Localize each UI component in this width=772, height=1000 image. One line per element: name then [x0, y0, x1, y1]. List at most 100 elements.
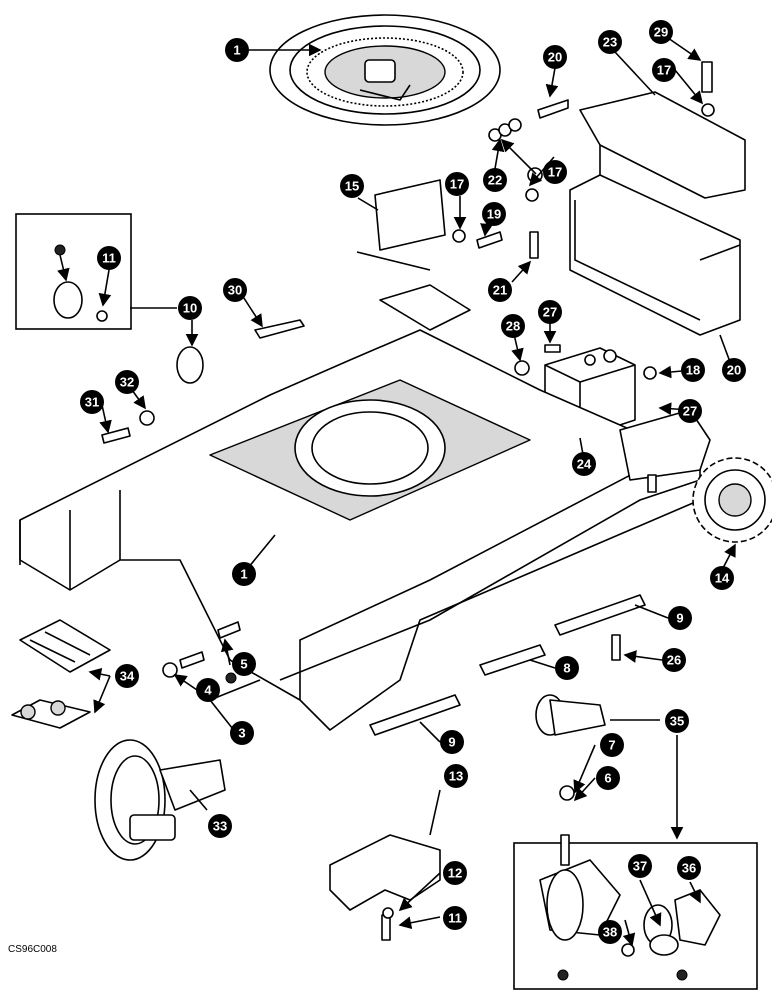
callout-1: 1: [232, 562, 256, 586]
callout-27: 27: [678, 399, 702, 423]
slewing-ring: [269, 14, 501, 126]
box-bracket: [569, 174, 741, 336]
leader-lines: [57, 37, 736, 947]
callout-17: 17: [652, 58, 676, 82]
callout-label-12: 11: [448, 911, 462, 926]
callout-label-37: 37: [633, 859, 647, 874]
reference-code: CS96C008: [8, 944, 57, 955]
callout-9: 9: [440, 730, 464, 754]
wear-strip-upper: [554, 594, 646, 636]
callout-4: 5: [232, 652, 256, 676]
callout-23: 22: [483, 168, 507, 192]
callout-17: 17: [445, 172, 469, 196]
callout-label-28: 28: [506, 319, 520, 334]
callout-label-32: 32: [120, 375, 134, 390]
callout-label-30: 30: [228, 283, 242, 298]
callout-34: 34: [115, 664, 139, 688]
drive-sprocket: [692, 457, 772, 543]
callout-label-19: 19: [487, 207, 501, 222]
bushing: [53, 281, 204, 384]
callout-label-10: 10: [183, 301, 197, 316]
callout-label-9: 9: [448, 735, 455, 750]
callout-8: 8: [555, 656, 579, 680]
callout-label-3: 4: [204, 683, 212, 698]
roller-guard: [329, 834, 441, 911]
carrier-roller: [535, 694, 606, 736]
undercarriage-frame: [19, 284, 711, 731]
reference-dot: [225, 672, 237, 684]
callout-label-21: 20: [548, 50, 562, 65]
callout-14: 13: [444, 764, 468, 788]
callout-label-6: 6: [604, 771, 611, 786]
callout-label-17: 17: [450, 177, 464, 192]
callout-9: 9: [668, 606, 692, 630]
callout-label-17: 17: [548, 165, 562, 180]
callout-36: 36: [677, 856, 701, 880]
callout-15: 14: [710, 566, 734, 590]
callout-16: 15: [340, 174, 364, 198]
callout-label-36: 36: [682, 861, 696, 876]
callout-label-27: 27: [683, 404, 697, 419]
bolts: [101, 61, 713, 941]
callout-label-9: 9: [676, 611, 683, 626]
callout-2: 3: [230, 721, 254, 745]
callout-22: 21: [488, 278, 512, 302]
callout-25: 24: [572, 452, 596, 476]
callout-label-27: 27: [543, 305, 557, 320]
callout-label-16: 15: [345, 179, 359, 194]
callout-label-7: 7: [608, 738, 615, 753]
callout-37: 37: [628, 854, 652, 878]
callout-13: 12: [443, 861, 467, 885]
callout-11: 11: [97, 246, 121, 270]
reference-dot: [557, 969, 569, 981]
detail-box-roller: [513, 842, 758, 990]
callout-24: 23: [598, 30, 622, 54]
nuts-washers: [139, 103, 715, 957]
callout-label-35: 35: [670, 714, 684, 729]
callout-label-38: 38: [603, 925, 617, 940]
callout-29: 29: [649, 20, 673, 44]
callout-35: 35: [665, 709, 689, 733]
callout-label-18: 18: [686, 363, 700, 378]
callout-31: 31: [80, 390, 104, 414]
callout-6: 6: [596, 766, 620, 790]
callout-33: 33: [208, 814, 232, 838]
callout-label-13: 12: [448, 866, 462, 881]
cover-plate-small: [374, 179, 446, 251]
reference-dot: [54, 244, 66, 256]
callout-38: 38: [598, 920, 622, 944]
wear-strip-lower: [369, 694, 461, 736]
callout-12: 11: [443, 906, 467, 930]
callout-label-33: 33: [213, 819, 227, 834]
callout-10: 10: [178, 296, 202, 320]
callout-18: 18: [681, 358, 705, 382]
callout-label-34: 34: [120, 669, 135, 684]
callout-19: 19: [482, 202, 506, 226]
callout-21: 20: [543, 45, 567, 69]
callout-label-1: 1: [240, 567, 247, 582]
callout-17: 17: [543, 160, 567, 184]
callout-label-11: 11: [102, 251, 116, 266]
callout-7: 7: [600, 733, 624, 757]
callout-28: 28: [501, 314, 525, 338]
callout-label-25: 24: [577, 457, 592, 472]
callout-label-29: 29: [654, 25, 668, 40]
idler-wheel: [94, 739, 226, 861]
callout-32: 32: [115, 370, 139, 394]
callout-20: 20: [722, 358, 746, 382]
pin: [254, 319, 305, 339]
callout-label-5: 1: [233, 43, 240, 58]
callout-label-26: 26: [667, 653, 681, 668]
callout-label-2: 3: [238, 726, 245, 741]
callout-27: 27: [538, 300, 562, 324]
callout-5: 1: [225, 38, 249, 62]
callout-label-22: 21: [493, 283, 507, 298]
track-shoe: [11, 619, 111, 729]
callout-label-31: 31: [85, 395, 99, 410]
callout-3: 4: [196, 678, 220, 702]
callout-label-23: 22: [488, 173, 502, 188]
detail-box-bushing: [15, 213, 132, 330]
callout-label-17: 17: [657, 63, 671, 78]
wear-strip-middle: [479, 644, 546, 676]
